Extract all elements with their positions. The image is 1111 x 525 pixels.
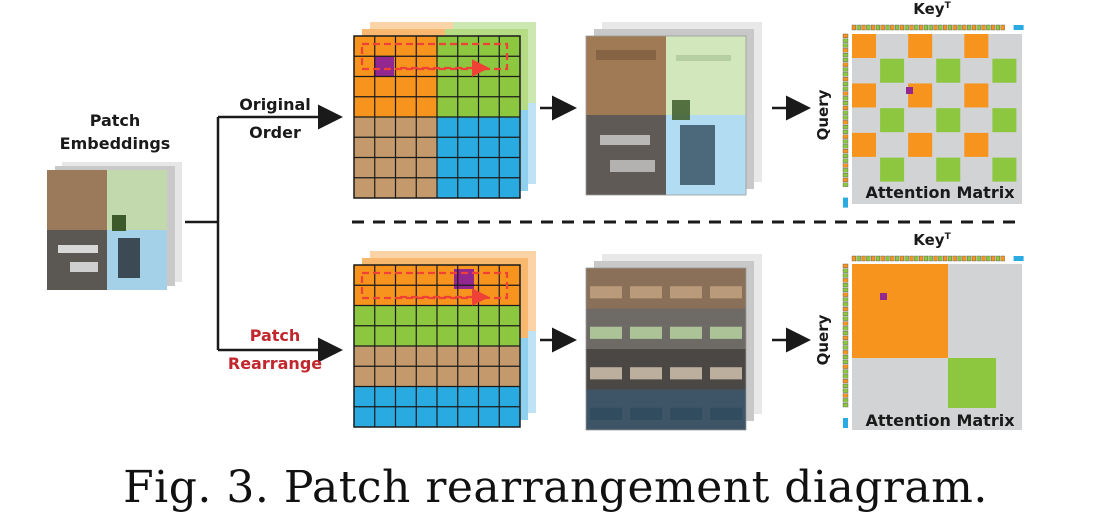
attention-block-orange [852, 264, 948, 358]
matrix-title: Attention Matrix [865, 411, 1015, 430]
attention-block-green [948, 358, 996, 408]
key-token-strip [851, 24, 1024, 31]
key-label: KeyT [913, 231, 951, 249]
key-token-strip [851, 255, 1024, 262]
attention-blocks-checkerboard [852, 34, 1017, 182]
attention-point-marker [906, 87, 913, 94]
image-rearranged-strips [585, 254, 762, 431]
figure-caption: Fig. 3. Patch rearrangement diagram. [123, 462, 988, 513]
query-label: Query [814, 89, 832, 140]
query-patch-marker [374, 56, 394, 76]
branch-connector [185, 104, 343, 363]
original-order-label-line1: Original [239, 95, 311, 114]
attention-matrix-original: KeyT Query Attention Matrix [814, 0, 1024, 208]
patch-grid-rearranged [353, 251, 536, 428]
matrix-title: Attention Matrix [865, 183, 1015, 202]
patch-rearrange-label-line1: Patch [250, 326, 301, 345]
input-patch-embeddings: Patch Embeddings [47, 111, 182, 290]
input-title-line1: Patch [90, 111, 141, 130]
patch-rearrangement-diagram: Patch Embeddings Original Order Patch Re… [47, 0, 1024, 431]
attention-matrix-rearranged: KeyT Query Attention Matrix [814, 231, 1024, 430]
key-label: KeyT [913, 0, 951, 18]
query-token-strip [842, 263, 849, 428]
query-label: Query [814, 314, 832, 365]
input-title-line2: Embeddings [60, 134, 171, 153]
attention-point-marker [880, 293, 887, 300]
input-image-stack [47, 162, 182, 290]
original-order-label-line2: Order [249, 123, 301, 142]
query-token-strip [842, 33, 849, 208]
patch-grid-original [353, 22, 536, 199]
image-original-order [585, 22, 762, 196]
patch-rearrange-label-line2: Rearrange [228, 354, 322, 373]
query-patch-marker [454, 269, 474, 289]
